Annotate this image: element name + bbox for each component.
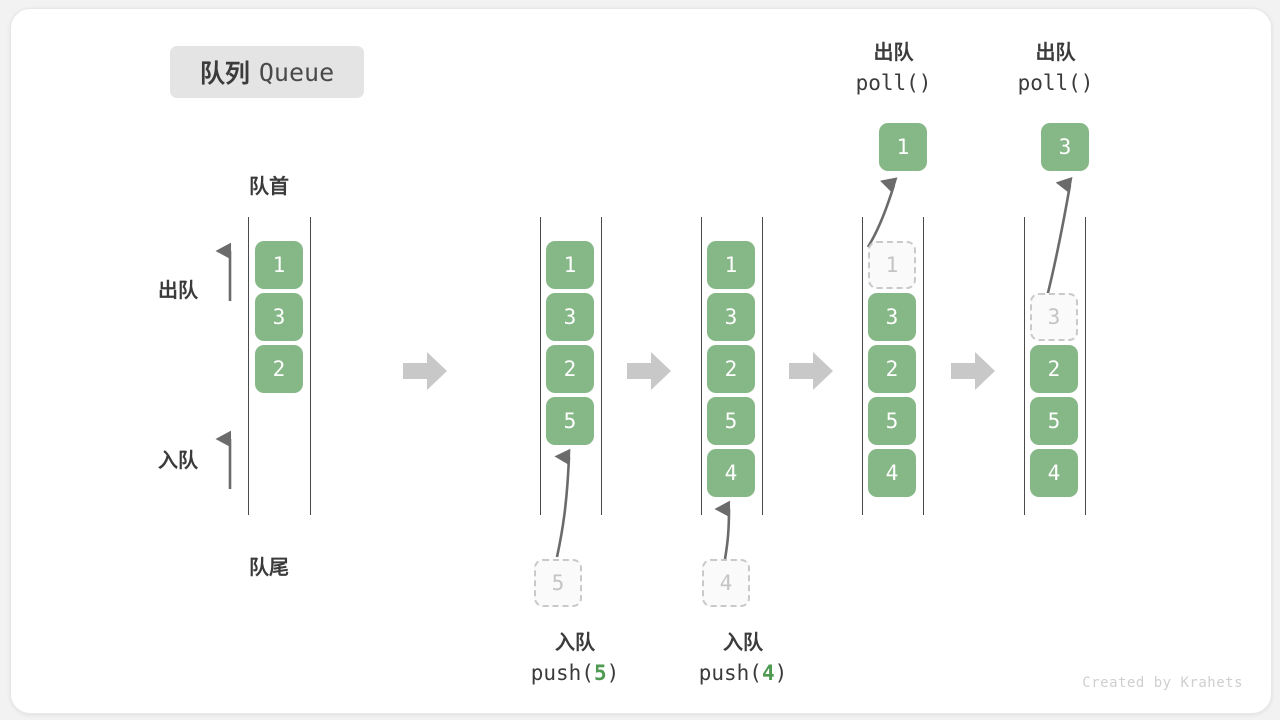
stage-poll3-operation-code: poll() — [998, 68, 1113, 98]
stage-separator-arrow-right-icon-1 — [403, 352, 447, 390]
stage-push5-element-2: 2 — [546, 345, 594, 393]
watermark-credit: Created by Krahets — [1082, 675, 1243, 691]
stage-push4-rail-left — [701, 217, 702, 515]
code-suffix: ) — [918, 71, 932, 95]
stage-push4-insert-arrow-icon — [714, 500, 731, 560]
code-prefix: push( — [530, 661, 594, 685]
title-chinese: 队列 — [199, 60, 250, 88]
stage-poll1-result-element: 1 — [879, 123, 927, 171]
stage-separator-arrow-right-icon-3 — [789, 352, 833, 390]
stage-push5-operation-label: 入队 push(5) — [520, 629, 630, 688]
stage-push5-rail-left — [540, 217, 541, 515]
stage-poll1-element-0-ghost: 1 — [868, 241, 916, 289]
stage-push5-insert-arrow-icon — [554, 448, 571, 558]
enqueue-direction-arrow-icon — [215, 430, 232, 489]
stage-push4-element-4: 4 — [707, 449, 755, 497]
stage-push4-rail-right — [762, 217, 763, 515]
stage-initial-rail-left — [248, 217, 249, 515]
stage-poll3-element-3: 4 — [1030, 449, 1078, 497]
stage-push5-element-0: 1 — [546, 241, 594, 289]
enqueue-direction-label: 入队 — [158, 450, 198, 472]
diagram-card: 队列 Queue 队首 队尾 出队 入队 1 3 2 1 3 2 5 5 — [10, 8, 1272, 714]
code-prefix: poll( — [1017, 71, 1081, 95]
diagram-title-badge: 队列 Queue — [170, 46, 364, 98]
stage-poll1-operation-code: poll() — [836, 68, 951, 98]
stage-poll1-element-1: 3 — [868, 293, 916, 341]
stage-initial-rail-right — [310, 217, 311, 515]
stage-push4-operation-label: 入队 push(4) — [688, 629, 798, 688]
stage-separator-arrow-right-icon-2 — [627, 352, 671, 390]
code-suffix: ) — [774, 661, 788, 685]
title-english: Queue — [258, 57, 335, 87]
stage-poll3-operation-label: 出队 poll() — [998, 39, 1113, 98]
stage-push4-element-0: 1 — [707, 241, 755, 289]
stage-push4-incoming-ghost: 4 — [702, 559, 750, 607]
stage-initial-element-0: 1 — [255, 241, 303, 289]
stage-poll3-rail-left — [1024, 217, 1025, 515]
queue-rear-label: 队尾 — [249, 557, 289, 579]
code-prefix: poll( — [855, 71, 919, 95]
code-value: 4 — [761, 661, 775, 685]
stage-poll3-element-0-ghost: 3 — [1030, 293, 1078, 341]
stage-poll1-element-4: 4 — [868, 449, 916, 497]
stage-poll1-operation-label: 出队 poll() — [836, 39, 951, 98]
stage-initial-element-1: 3 — [255, 293, 303, 341]
code-value: 5 — [593, 661, 607, 685]
dequeue-direction-arrow-icon — [215, 242, 232, 301]
stage-push4-element-1: 3 — [707, 293, 755, 341]
stage-push4-operation-cn: 入队 — [723, 632, 763, 654]
stage-poll1-element-3: 5 — [868, 397, 916, 445]
stage-poll3-remove-arrow-icon — [1044, 176, 1073, 302]
stage-poll1-element-2: 2 — [868, 345, 916, 393]
stage-push4-operation-code: push(4) — [688, 658, 798, 688]
stage-poll3-result-element: 3 — [1041, 123, 1089, 171]
stage-push5-operation-code: push(5) — [520, 658, 630, 688]
stage-initial-element-2: 2 — [255, 345, 303, 393]
code-prefix: push( — [698, 661, 762, 685]
stage-push5-incoming-ghost: 5 — [534, 559, 582, 607]
stage-poll3-element-1: 2 — [1030, 345, 1078, 393]
stage-poll1-rail-right — [923, 217, 924, 515]
queue-front-label: 队首 — [249, 176, 289, 198]
code-suffix: ) — [1080, 71, 1094, 95]
stage-push4-element-3: 5 — [707, 397, 755, 445]
stage-push5-operation-cn: 入队 — [555, 632, 595, 654]
stage-push4-element-2: 2 — [707, 345, 755, 393]
stage-poll3-rail-right — [1085, 217, 1086, 515]
stage-poll1-rail-left — [862, 217, 863, 515]
stage-push5-element-3: 5 — [546, 397, 594, 445]
stage-separator-arrow-right-icon-4 — [951, 352, 995, 390]
stage-poll3-operation-cn: 出队 — [1035, 42, 1076, 64]
dequeue-direction-label: 出队 — [158, 280, 198, 302]
stage-poll3-element-2: 5 — [1030, 397, 1078, 445]
stage-push5-element-1: 3 — [546, 293, 594, 341]
stage-push5-rail-right — [601, 217, 602, 515]
stage-poll1-operation-cn: 出队 — [873, 42, 914, 64]
code-suffix: ) — [606, 661, 620, 685]
